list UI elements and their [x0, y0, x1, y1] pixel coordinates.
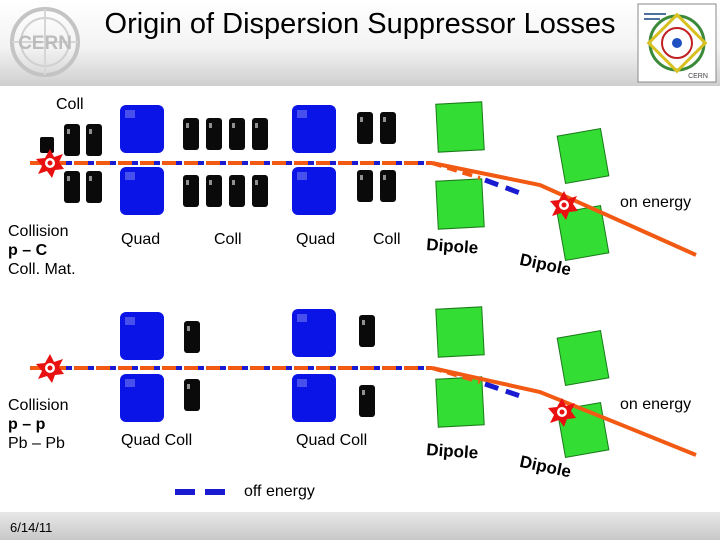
- off-energy-label: off energy: [244, 483, 315, 500]
- coll-jaw: [206, 118, 222, 150]
- target-block: [40, 137, 54, 153]
- quadrupole-lower: [292, 167, 336, 215]
- particle-line: p – C: [8, 242, 48, 259]
- quadrupole-lower: [120, 167, 164, 215]
- quadrupole-upper: [292, 309, 336, 357]
- cern-logo: CERN: [10, 7, 80, 77]
- coll-jaw: [380, 112, 396, 144]
- coll-jaw: [184, 379, 200, 411]
- quadrupole-lower: [120, 374, 164, 422]
- off-energy-trajectory: [484, 381, 521, 399]
- species-line: Pb – Pb: [8, 435, 65, 452]
- coll-label: Coll: [373, 231, 401, 248]
- on-energy-label: on energy: [620, 194, 692, 211]
- on-energy-trajectory: [431, 366, 697, 457]
- coll-jaw: [357, 170, 373, 202]
- coll-jaw: [184, 321, 200, 353]
- coll-label: Coll: [214, 231, 242, 248]
- coll-jaw: [252, 118, 268, 150]
- lhc-collimation-logo: CERN: [637, 3, 717, 83]
- dipole-label: Dipole: [425, 440, 479, 463]
- coll-jaw: [183, 175, 199, 207]
- collision-star-icon: [36, 354, 64, 383]
- quadrupole-upper: [120, 312, 164, 360]
- coll-jaw: [357, 112, 373, 144]
- particle-line: p – p: [8, 416, 46, 433]
- bottom-scenario: [30, 306, 697, 495]
- quadrupole-lower: [292, 374, 336, 422]
- on-energy-label: on energy: [620, 396, 692, 413]
- coll-jaw: [86, 124, 102, 156]
- dipole-lower: [435, 178, 485, 230]
- collision-line: Collision: [8, 223, 69, 240]
- slide-date: 6/14/11: [10, 520, 53, 535]
- collision-description-top: Collision p – C Coll. Mat.: [8, 222, 76, 279]
- coll-jaw: [359, 315, 375, 347]
- quadrupole-upper: [120, 105, 164, 153]
- dipole-lower: [435, 376, 485, 428]
- coll-jaw: [64, 124, 80, 156]
- top-scenario: [30, 101, 697, 262]
- collision-description-bottom: Collision p – p Pb – Pb: [8, 396, 68, 453]
- dipole-upper: [556, 127, 610, 185]
- collision-star-icon: [36, 149, 64, 178]
- collision-line: Collision: [8, 397, 69, 414]
- coll-jaw: [359, 385, 375, 417]
- cern-logo-text: CERN: [18, 33, 72, 54]
- off-energy-trajectory: [431, 366, 481, 384]
- quad-label: Quad: [121, 231, 161, 248]
- coll-jaw: [229, 175, 245, 207]
- coll-jaw: [380, 170, 396, 202]
- slide-footer: [0, 512, 720, 540]
- dipole-upper: [435, 101, 485, 153]
- off-energy-trajectory: [484, 177, 521, 196]
- quad-coll-label: Quad Coll: [296, 432, 368, 449]
- quad-label: Quad: [296, 231, 336, 248]
- coll-jaw: [229, 118, 245, 150]
- material-line: Coll. Mat.: [8, 261, 76, 278]
- page-title: Origin of Dispersion Suppressor Losses: [104, 8, 616, 40]
- dipole-upper: [556, 329, 610, 387]
- dipole-upper: [435, 306, 485, 358]
- coll-jaw: [64, 171, 80, 203]
- dipole-lower: [556, 204, 610, 262]
- coll-jaw: [183, 118, 199, 150]
- coll-jaw: [206, 175, 222, 207]
- dipole-label: Dipole: [425, 235, 479, 258]
- on-energy-trajectory: [431, 161, 697, 257]
- coll-label-top: Coll: [56, 96, 84, 113]
- slide-header: [0, 0, 720, 86]
- coll-jaw: [252, 175, 268, 207]
- quad-coll-label: Quad Coll: [121, 432, 193, 449]
- off-energy-trajectory: [431, 161, 481, 180]
- quadrupole-upper: [292, 105, 336, 153]
- lhc-logo-text: CERN: [688, 73, 708, 80]
- coll-jaw: [86, 171, 102, 203]
